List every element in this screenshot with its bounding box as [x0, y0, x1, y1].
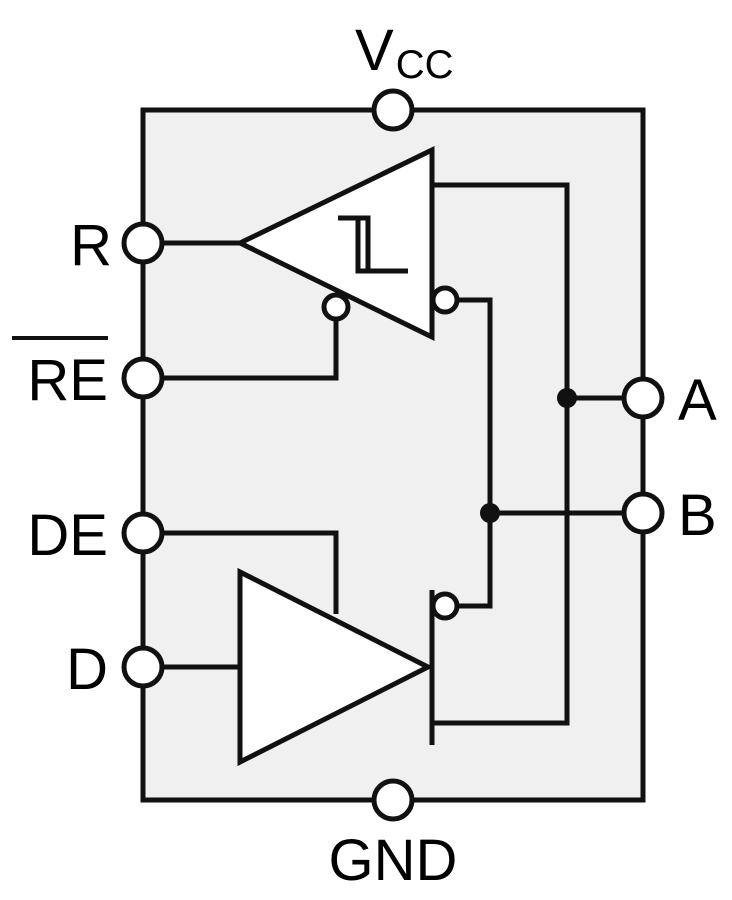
receiver-buffer — [234, 146, 435, 342]
junction-dot-b — [480, 503, 500, 523]
label-de: DE — [27, 503, 108, 568]
label-d: D — [66, 637, 108, 702]
label-vcc: VCC — [355, 18, 453, 87]
label-a: A — [678, 368, 717, 433]
driver-inverting-bubble — [430, 591, 460, 621]
pin-b — [621, 491, 665, 535]
pin-d — [121, 645, 165, 689]
pin-re — [121, 356, 165, 400]
pin-a — [621, 376, 665, 420]
label-re: RE — [27, 348, 108, 413]
receiver-enable-bubble — [321, 292, 351, 322]
junction-dot-a — [557, 388, 577, 408]
pin-de — [121, 511, 165, 555]
schmitt-trigger-symbol — [338, 215, 408, 274]
receiver-inverting-bubble — [430, 285, 460, 315]
pin-gnd — [371, 778, 415, 822]
pin-r — [121, 221, 165, 265]
label-b: B — [678, 483, 717, 548]
pin-vcc — [371, 88, 415, 132]
label-r: R — [70, 213, 112, 278]
label-gnd: GND — [329, 828, 458, 893]
